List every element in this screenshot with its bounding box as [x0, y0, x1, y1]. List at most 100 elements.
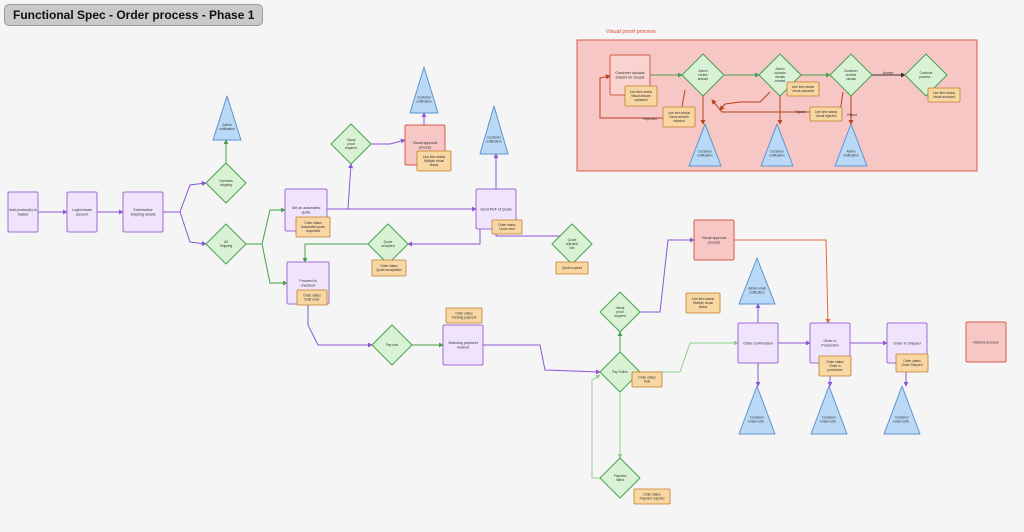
node-label-line: method: [457, 346, 469, 350]
node-label-line: notification: [219, 127, 234, 131]
node-label-line: notification: [769, 154, 784, 158]
flow-connector: [371, 138, 406, 145]
node-label-line: Login/create: [72, 208, 92, 212]
node-label-line: Quote acceptation: [376, 268, 402, 272]
decision-diamond: [330, 123, 372, 165]
flow-connector: [163, 181, 207, 213]
note-box: [295, 216, 331, 238]
decision-diamond: [599, 457, 641, 499]
node-label-line: Admin: [698, 69, 707, 73]
node-label-line: Customer: [698, 150, 713, 154]
note-box: [895, 353, 929, 373]
decision-vd4[interactable]: Continueprocess...: [904, 53, 948, 97]
node-label-line: Order in: [824, 339, 837, 343]
note-box: [786, 81, 820, 97]
node-label-line: notification: [486, 140, 501, 144]
node-label-line: created: [775, 79, 786, 83]
node-label-line: Admin: [775, 67, 784, 71]
note-box: [371, 259, 407, 277]
note-box: [416, 150, 452, 172]
node-label-line: Overseas: [219, 179, 233, 183]
node-label-line: email notifi...: [820, 420, 838, 424]
process-step-p6[interactable]: Send PDF of Quote: [475, 188, 517, 230]
red-process-r3[interactable]: Refund process: [965, 321, 1007, 363]
node-label-line: Quote expired: [562, 266, 582, 270]
status-note-n4[interactable]: Quote expired: [555, 261, 589, 275]
node-label-line: Order confirmation: [743, 341, 773, 345]
node-label-line: Visual artwork: [669, 115, 689, 119]
node-label-line: Visual approval: [413, 141, 438, 145]
node-label-line: Visual: [616, 306, 625, 310]
node-label-line: Automated quote: [301, 225, 326, 229]
notification-triangle: [738, 385, 776, 435]
node-label-line: accepted: [382, 244, 395, 248]
decision-diamond: [904, 53, 948, 97]
flow-connector: [407, 229, 481, 247]
decision-d8[interactable]: Pay Online: [599, 351, 641, 393]
flow-connector: [640, 340, 739, 373]
edge-label: Rejected: [643, 117, 656, 121]
node-label-line: Order status: [304, 221, 322, 225]
node-label-line: Quote: [384, 240, 393, 244]
flow-connector: [246, 207, 286, 245]
process-box: [122, 191, 164, 233]
node-label-line: Visual artwork: [631, 94, 651, 98]
node-label-line: Line item status: [792, 85, 815, 89]
node-label-line: quote: [302, 211, 311, 215]
node-label-line: required: [345, 146, 357, 150]
node-label-line: Admin: [846, 150, 855, 154]
node-label-line: Order status: [498, 223, 516, 227]
node-label-line: Quote: [568, 238, 577, 242]
node-label-line: Order status: [380, 264, 398, 268]
process-step-p8[interactable]: Order confirmation: [737, 322, 779, 364]
node-label-line: Visual accepted: [933, 95, 956, 99]
node-label-line: rejected: [673, 119, 685, 123]
decision-d6[interactable]: Pay now: [371, 324, 413, 366]
node-label-line: Line item status: [423, 155, 446, 159]
node-label-line: Idle: [569, 246, 574, 250]
